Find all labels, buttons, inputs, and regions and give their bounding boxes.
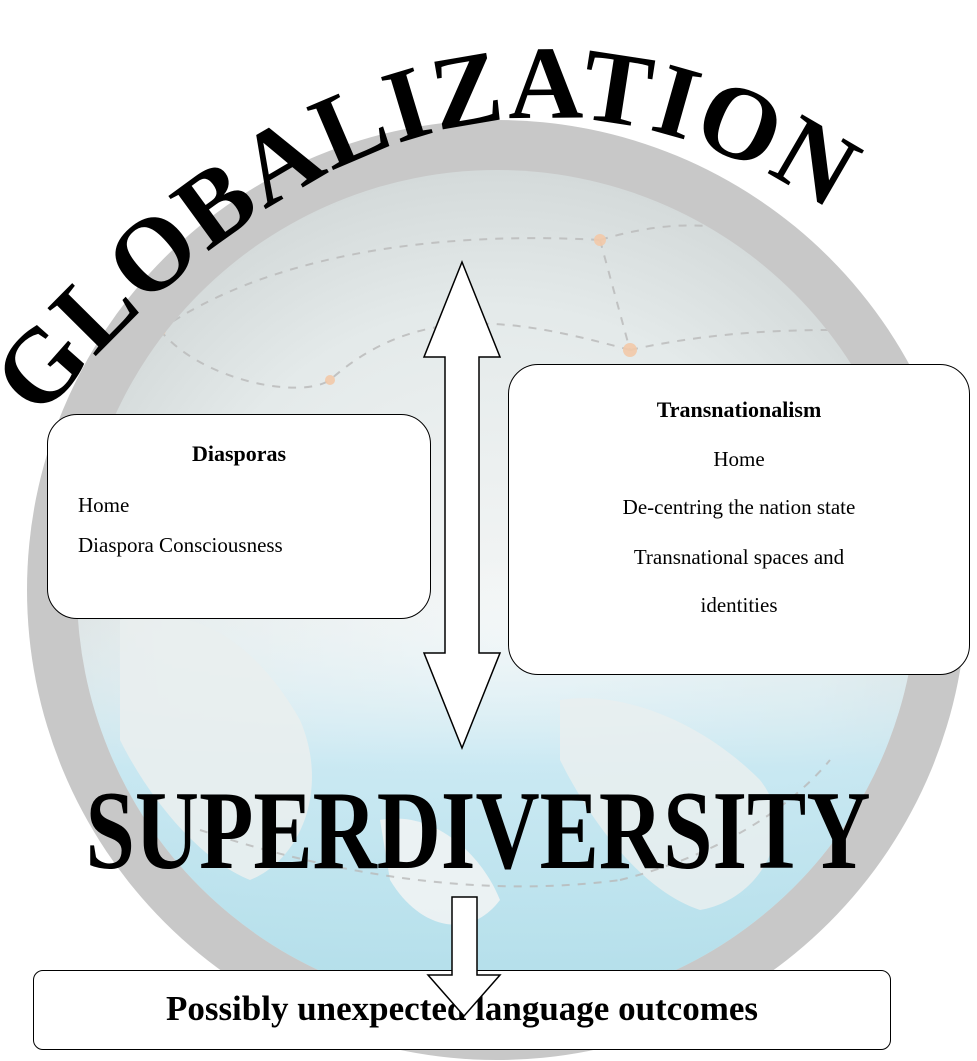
transnationalism-title: Transnationalism: [656, 397, 822, 422]
diasporas-title: Diasporas: [191, 441, 287, 466]
diasporas-box: Diasporas Home Diaspora Consciousness: [47, 414, 431, 619]
outcome-box: Possibly unexpected language outcomes: [33, 970, 891, 1050]
diasporas-item-home: Home: [78, 493, 130, 517]
transnationalism-item-identities: identities: [700, 593, 778, 617]
transnationalism-item-home: Home: [713, 447, 765, 471]
diasporas-item-consciousness: Diaspora Consciousness: [78, 533, 283, 557]
transnationalism-item-spaces: Transnational spaces and: [633, 545, 845, 569]
outcome-text: Possibly unexpected language outcomes: [165, 989, 759, 1028]
transnationalism-box: Transnationalism Home De-centring the na…: [508, 364, 970, 675]
transnationalism-item-decentring: De-centring the nation state: [622, 495, 856, 519]
